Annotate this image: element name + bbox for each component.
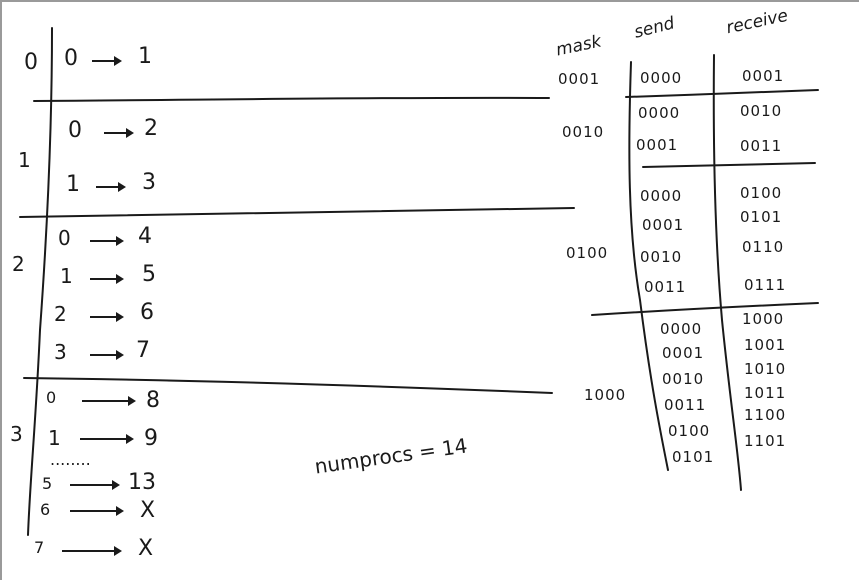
send-1-1: 0001 [636,136,679,154]
left-row-1-1-from: 1 [66,172,80,197]
left-row-3-4-from: 7 [34,538,45,557]
arrow-3-1 [80,434,134,444]
send-0-0: 0000 [640,69,683,87]
left-row-3-3-to: X [140,498,156,523]
left-row-1-0-from: 0 [68,118,82,143]
receive-3-0: 1000 [742,310,785,328]
left-row-2-3-to: 7 [136,338,150,363]
left-row-2-3-from: 3 [54,340,67,364]
left-row-3-0-to: 8 [146,388,160,413]
arrow-3-2 [70,480,120,490]
left-row-3-2-from: 5 [42,474,53,493]
left-row-3-4-to: X [138,536,154,561]
send-2-0: 0000 [640,187,683,205]
left-row-2-1-to: 5 [142,262,156,287]
arrow-2-2 [90,312,124,322]
send-2-1: 0001 [642,216,685,234]
mask-3: 1000 [584,386,627,404]
receive-2-2: 0110 [742,238,785,256]
left-row-0-0-to: 1 [138,44,152,69]
right-table-vertical-line-2 [712,54,742,491]
left-level-0: 0 [24,50,38,75]
left-row-2-0-from: 0 [58,226,71,250]
left-row-2-0-to: 4 [138,224,152,249]
left-table-vertical-line [27,27,53,536]
left-separator-1 [19,207,575,218]
left-row-2-1-from: 1 [60,264,73,288]
left-row-1-1-to: 3 [142,170,156,195]
receive-3-2: 1010 [744,360,787,378]
arrow-3-0 [82,396,136,406]
left-level-1: 1 [18,148,31,172]
left-row-3-2-to: 13 [128,470,156,495]
right-table-vertical-line-1 [628,61,669,471]
left-separator-2 [23,377,553,394]
arrow-3-3 [70,506,124,516]
left-separator-0 [33,96,550,102]
send-3-4: 0100 [668,422,711,440]
right-separator-2 [591,302,819,316]
image-top-border [0,0,859,2]
receive-1-0: 0010 [740,102,783,120]
receive-3-1: 1001 [744,336,787,354]
receive-2-1: 0101 [740,208,783,226]
arrow-2-0 [90,236,124,246]
left-row-3-1-from: 1 [48,426,61,450]
mask-2: 0100 [566,244,609,262]
send-3-5: 0101 [672,448,715,466]
receive-2-3: 0111 [744,276,787,294]
left-ellipsis: ........ [50,450,91,469]
receive-2-0: 0100 [740,184,783,202]
receive-0-0: 0001 [742,67,785,85]
send-2-2: 0010 [640,248,683,266]
arrow-3-4 [62,546,122,556]
send-1-0: 0000 [638,104,681,122]
arrow-2-3 [90,350,124,360]
receive-3-3: 1011 [744,384,787,402]
left-row-3-1-to: 9 [144,426,158,451]
receive-3-5: 1101 [744,432,787,450]
left-row-3-3-from: 6 [40,500,51,519]
left-row-0-0-from: 0 [64,46,78,71]
left-level-3: 3 [10,422,23,446]
left-row-2-2-from: 2 [54,302,67,326]
receive-1-1: 0011 [740,137,783,155]
left-row-2-2-to: 6 [140,300,154,325]
left-row-1-0-to: 2 [144,116,158,141]
arrow-1-0 [104,128,134,138]
arrow-1-1 [96,182,126,192]
mask-0: 0001 [558,70,601,88]
send-3-1: 0001 [662,344,705,362]
send-3-2: 0010 [662,370,705,388]
left-level-2: 2 [12,252,25,276]
send-3-3: 0011 [664,396,707,414]
image-left-border [0,0,2,580]
arrow-0-0 [92,56,122,66]
send-3-0: 0000 [660,320,703,338]
right-separator-1 [642,162,816,168]
mask-1: 0010 [562,123,605,141]
arrow-2-1 [90,274,124,284]
right-separator-0 [625,89,819,98]
left-row-3-0-from: 0 [46,388,57,407]
send-2-3: 0011 [644,278,687,296]
receive-3-4: 1100 [744,406,787,424]
